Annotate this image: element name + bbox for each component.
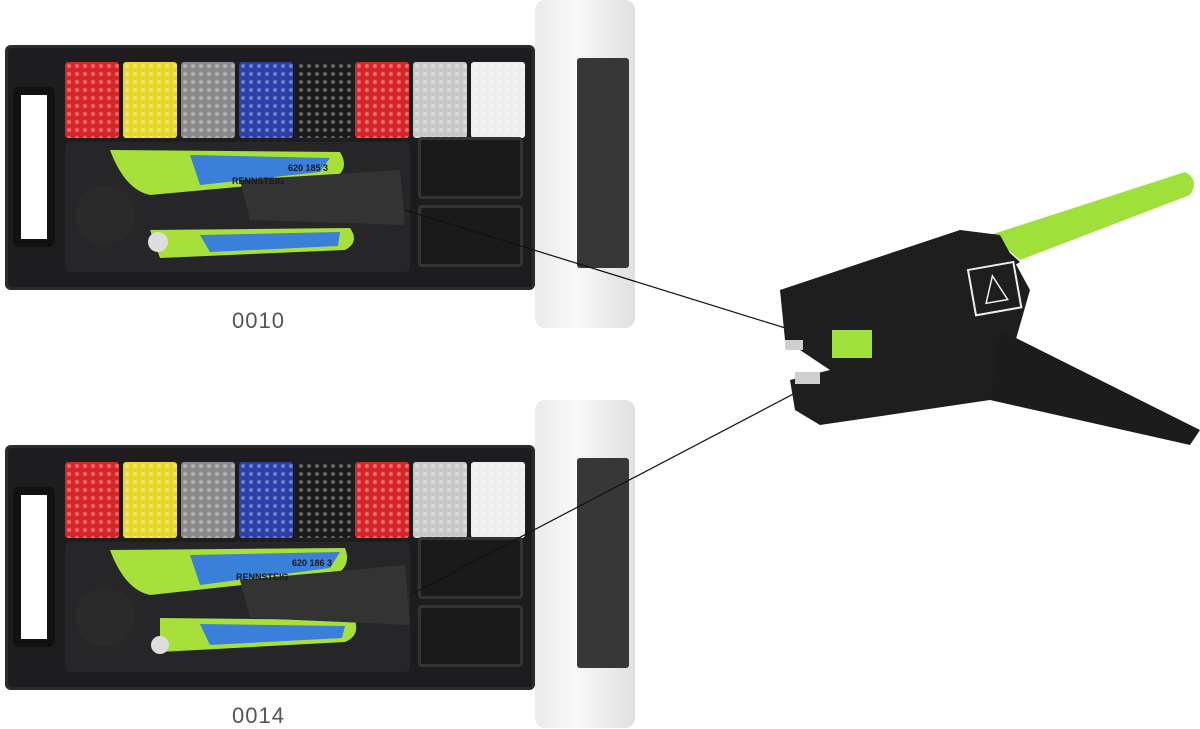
brand-text: RENNSTEIG [232, 176, 285, 186]
case-lid-0014 [535, 400, 635, 728]
ferrule-bin [123, 462, 177, 538]
ferrule-bin [413, 462, 467, 538]
brand-logo [966, 260, 1023, 317]
ferrule-bin [355, 462, 409, 538]
ferrule-bin [65, 462, 119, 538]
case-0010 [5, 45, 535, 290]
ferrule-bin [181, 462, 235, 538]
ferrule-bin [413, 62, 467, 138]
wire-stripper [780, 172, 1200, 445]
kit-label-0014: 0014 [232, 703, 285, 728]
ferrule-bin [239, 62, 293, 138]
case-handle [13, 87, 55, 247]
ferrule-bin [239, 462, 293, 538]
ferrule-bin [123, 62, 177, 138]
ferrule-bin [181, 62, 235, 138]
ferrule-bin [297, 462, 351, 538]
part-number: 620 186 3 [292, 558, 333, 568]
ferrule-bin [355, 62, 409, 138]
ferrule-bins [65, 62, 525, 138]
case-handle [13, 487, 55, 647]
ferrule-bin [297, 62, 351, 138]
case-lid-0010 [535, 0, 635, 328]
ferrule-bin [471, 62, 525, 138]
kit-label-0010: 0010 [232, 308, 285, 333]
brand-text: RENNSTEIG [236, 572, 289, 582]
crimping-pliers-0014 [75, 548, 410, 654]
ferrule-bins [65, 462, 525, 538]
ferrule-bin [471, 462, 525, 538]
crimping-pliers-0010 [75, 150, 405, 258]
ferrule-bin [65, 62, 119, 138]
part-number: 620 185 3 [288, 163, 329, 173]
